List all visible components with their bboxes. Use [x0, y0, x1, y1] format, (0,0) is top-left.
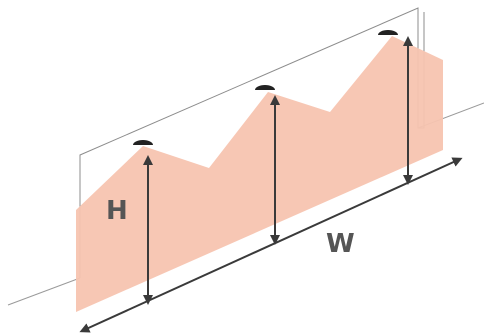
width-arrow: [79, 157, 463, 333]
wall-washer-fixture-3: [378, 30, 398, 35]
wall-washer-fixture-2: [255, 85, 275, 90]
width-label: W: [326, 229, 355, 259]
height-label: H: [106, 196, 128, 226]
floor-line-left: [7, 277, 81, 306]
wall-washer-fixture-1: [133, 140, 153, 145]
